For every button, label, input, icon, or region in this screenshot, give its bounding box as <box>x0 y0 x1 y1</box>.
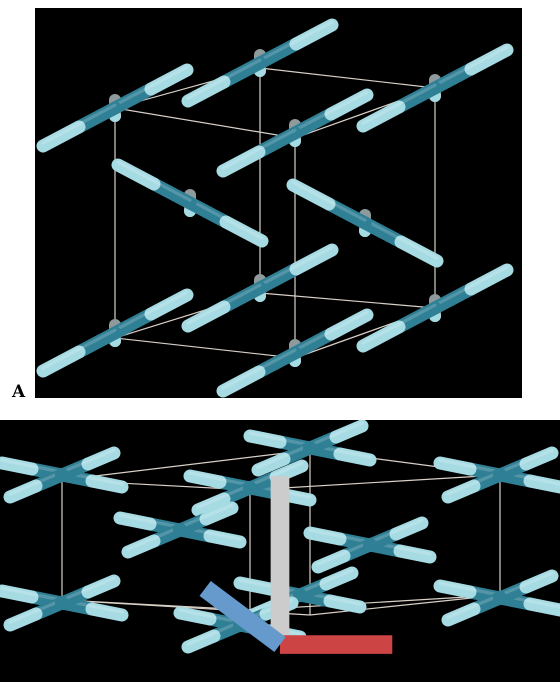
molecule-a-corner-6-arm-2 <box>181 281 267 333</box>
molecule-a-corner-3-arm-2 <box>356 81 442 133</box>
molecule-a-corner-4-arm-2 <box>216 126 302 178</box>
cell-edge-b-9 <box>249 474 501 491</box>
cell-edge-b-3 <box>309 594 501 616</box>
molecule-a-center-2-arm-1 <box>358 216 444 268</box>
molecule-b-3-center <box>493 468 507 482</box>
orientation-axes-icon <box>199 476 393 654</box>
molecule-a-corner-3-arm-1 <box>428 43 514 95</box>
cell-edge-b-10 <box>61 449 311 481</box>
panel-b-view <box>0 420 560 682</box>
molecule-a-center-2-arm-2 <box>286 178 372 230</box>
panel-a-view <box>35 8 522 398</box>
cell-edge-a-2 <box>114 107 296 139</box>
molecule-a-corner-1-arm-1 <box>108 63 194 115</box>
molecule-a-corner-7-arm-2 <box>356 301 442 353</box>
molecule-a-center-1-arm-1 <box>183 196 269 248</box>
molecule-a-corner-7-arm-1 <box>428 263 514 315</box>
molecule-b-4-center <box>243 481 257 495</box>
molecule-a-corner-2-arm-2 <box>181 56 267 108</box>
molecule-a-corner-5-arm-1 <box>108 288 194 340</box>
molecule-a-corner-4-arm-1 <box>288 88 374 140</box>
molecule-b-9-center <box>493 591 507 605</box>
molecule-a-corner-1-arm-2 <box>36 101 122 153</box>
panel-a-label: A <box>12 382 26 402</box>
cell-edge-a-10 <box>114 337 296 359</box>
molecule-a-corner-5-arm-2 <box>36 326 122 378</box>
molecule-a-corner-6-arm-1 <box>253 243 339 295</box>
molecule-b-7-center <box>55 596 69 610</box>
molecule-b-5-center <box>173 523 187 537</box>
molecule-b-6-center <box>363 538 377 552</box>
molecule-a-corner-2-arm-1 <box>253 18 339 70</box>
molecule-a-center-1-arm-2 <box>111 158 197 210</box>
molecule-a-corner-8-arm-2 <box>216 346 302 398</box>
molecule-a-corner-8-arm-1 <box>288 308 374 360</box>
cell-edge-a-1 <box>259 67 436 89</box>
molecule-b-2-center <box>303 441 317 455</box>
panel-a-structure <box>36 18 514 398</box>
cell-edge-a-9 <box>259 292 436 309</box>
molecule-b-1-center <box>55 468 69 482</box>
